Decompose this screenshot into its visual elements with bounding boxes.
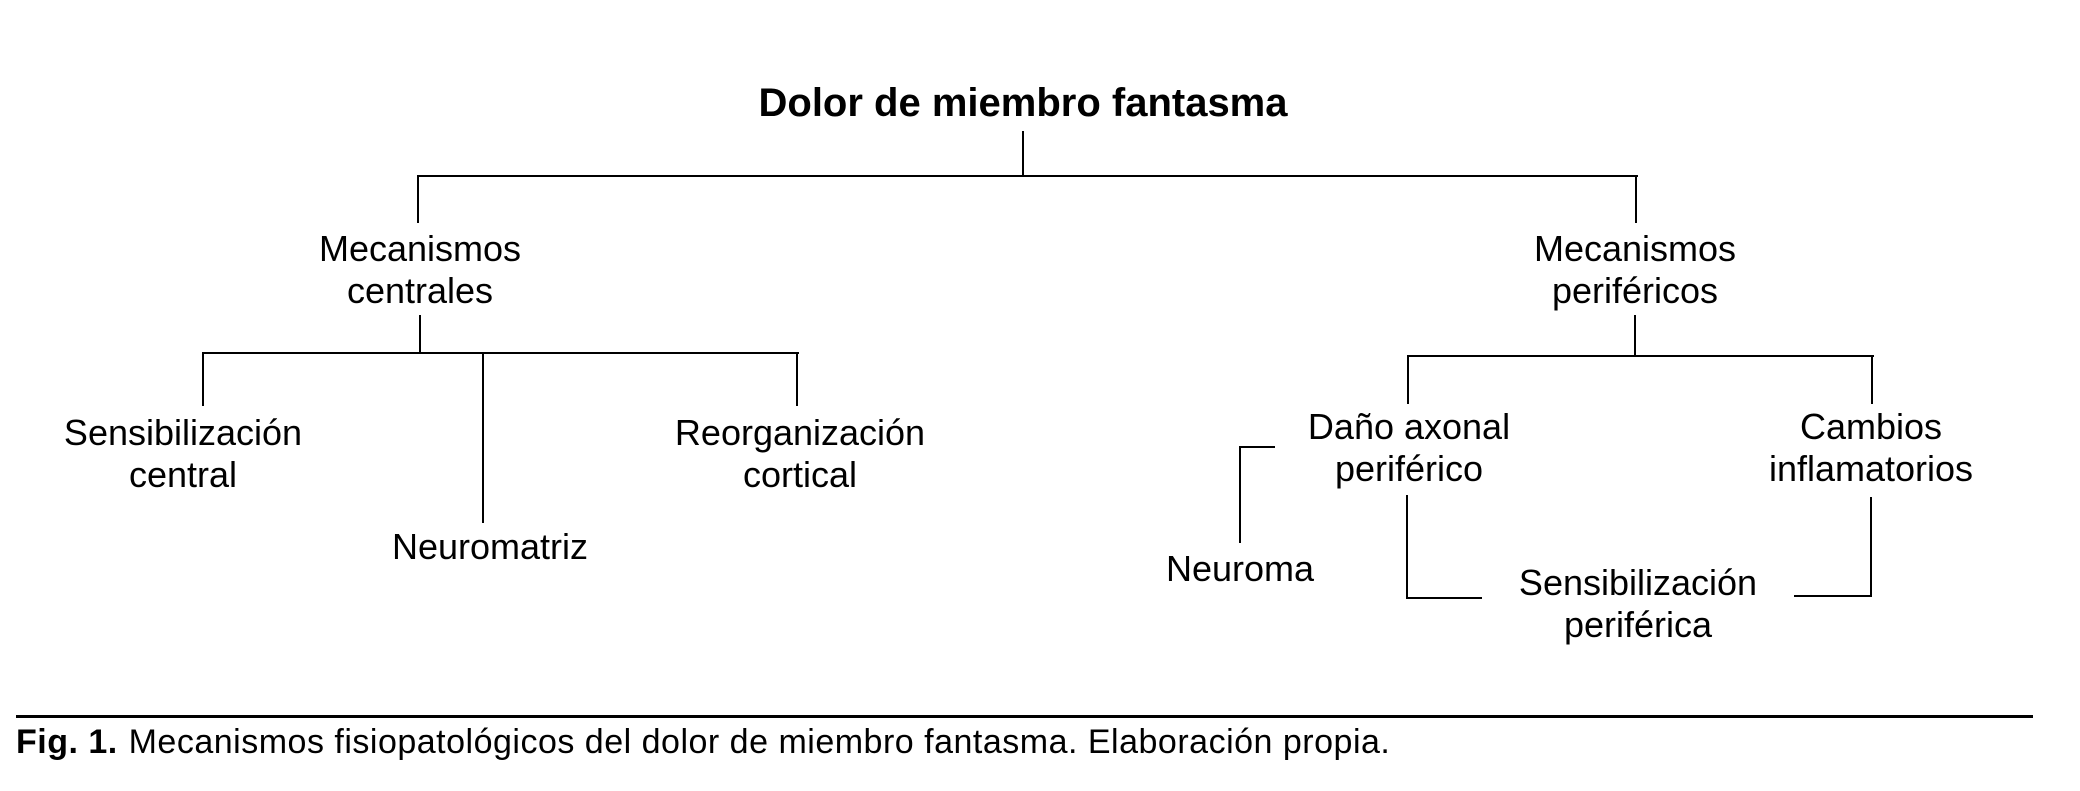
figure-caption-number: Fig. 1. [16,723,118,761]
node-label-line: Neuromatriz [391,526,589,567]
node-dano-axonal-periferico: Daño axonal periférico [1308,406,1510,490]
node-cambios-inflamatorios: Cambios inflamatorios [1769,406,1973,490]
connector-cambios-to-sensibilizacion-vertical [1870,497,1872,597]
node-label-line: inflamatorios [1768,448,1974,489]
node-label-line: cortical [742,454,858,495]
connector-cambios-to-sensibilizacion-horizontal [1794,595,1872,597]
connector-dano-to-sensibilizacion-horizontal [1406,597,1482,599]
connector-right-branch-drop [1635,175,1637,223]
node-label-line: Mecanismos [318,228,522,269]
node-mecanismos-perifericos: Mecanismos periféricos [1534,228,1736,312]
node-label-line: periférica [1563,604,1713,645]
node-label-line: Sensibilización [1518,562,1758,603]
node-label-line: periféricos [1551,270,1719,311]
connector-dano-to-sensibilizacion-vertical [1406,495,1408,599]
connector-central-bar [202,352,799,354]
root-node-title: Dolor de miembro fantasma [758,80,1287,126]
connector-cambios-drop [1871,355,1873,404]
node-label-line: Reorganización [674,412,926,453]
connector-dano-axonal-drop [1407,355,1409,404]
connector-sensibilizacion-central-drop [202,352,204,406]
connector-neuroma-vertical [1239,446,1241,543]
node-label-line: central [128,454,238,495]
connector-neuromatriz-drop [482,352,484,523]
node-sensibilizacion-periferica: Sensibilización periférica [1519,562,1757,646]
connector-peripheral-bar [1407,355,1874,357]
figure-caption: Fig. 1. Mecanismos fisiopatológicos del d… [16,722,1390,762]
node-label-line: Cambios [1799,406,1943,447]
connector-left-branch-drop [417,175,419,223]
connector-peripheral-down [1634,315,1636,357]
connector-reorganizacion-drop [796,352,798,406]
node-label-line: Neuroma [1165,548,1315,589]
node-mecanismos-centrales: Mecanismos centrales [319,228,521,312]
node-label-line: Daño axonal [1307,406,1511,447]
connector-top-bar [417,175,1638,177]
node-label-line: Sensibilización [63,412,303,453]
node-label-line: Mecanismos [1533,228,1737,269]
connector-neuroma-horizontal [1239,446,1275,448]
node-label-line: centrales [346,270,494,311]
node-label-line: periférico [1334,448,1484,489]
node-sensibilizacion-central: Sensibilización central [64,412,302,496]
connector-central-down [419,315,421,354]
caption-divider-rule [16,715,2033,718]
node-reorganizacion-cortical: Reorganización cortical [675,412,925,496]
figure-caption-text: Mecanismos fisiopatológicos del dolor de… [128,723,1391,761]
root-label: Dolor de miembro fantasma [758,81,1288,125]
connector-root-vertical [1022,131,1024,175]
node-neuroma: Neuroma [1166,548,1314,590]
node-neuromatriz: Neuromatriz [392,526,588,568]
